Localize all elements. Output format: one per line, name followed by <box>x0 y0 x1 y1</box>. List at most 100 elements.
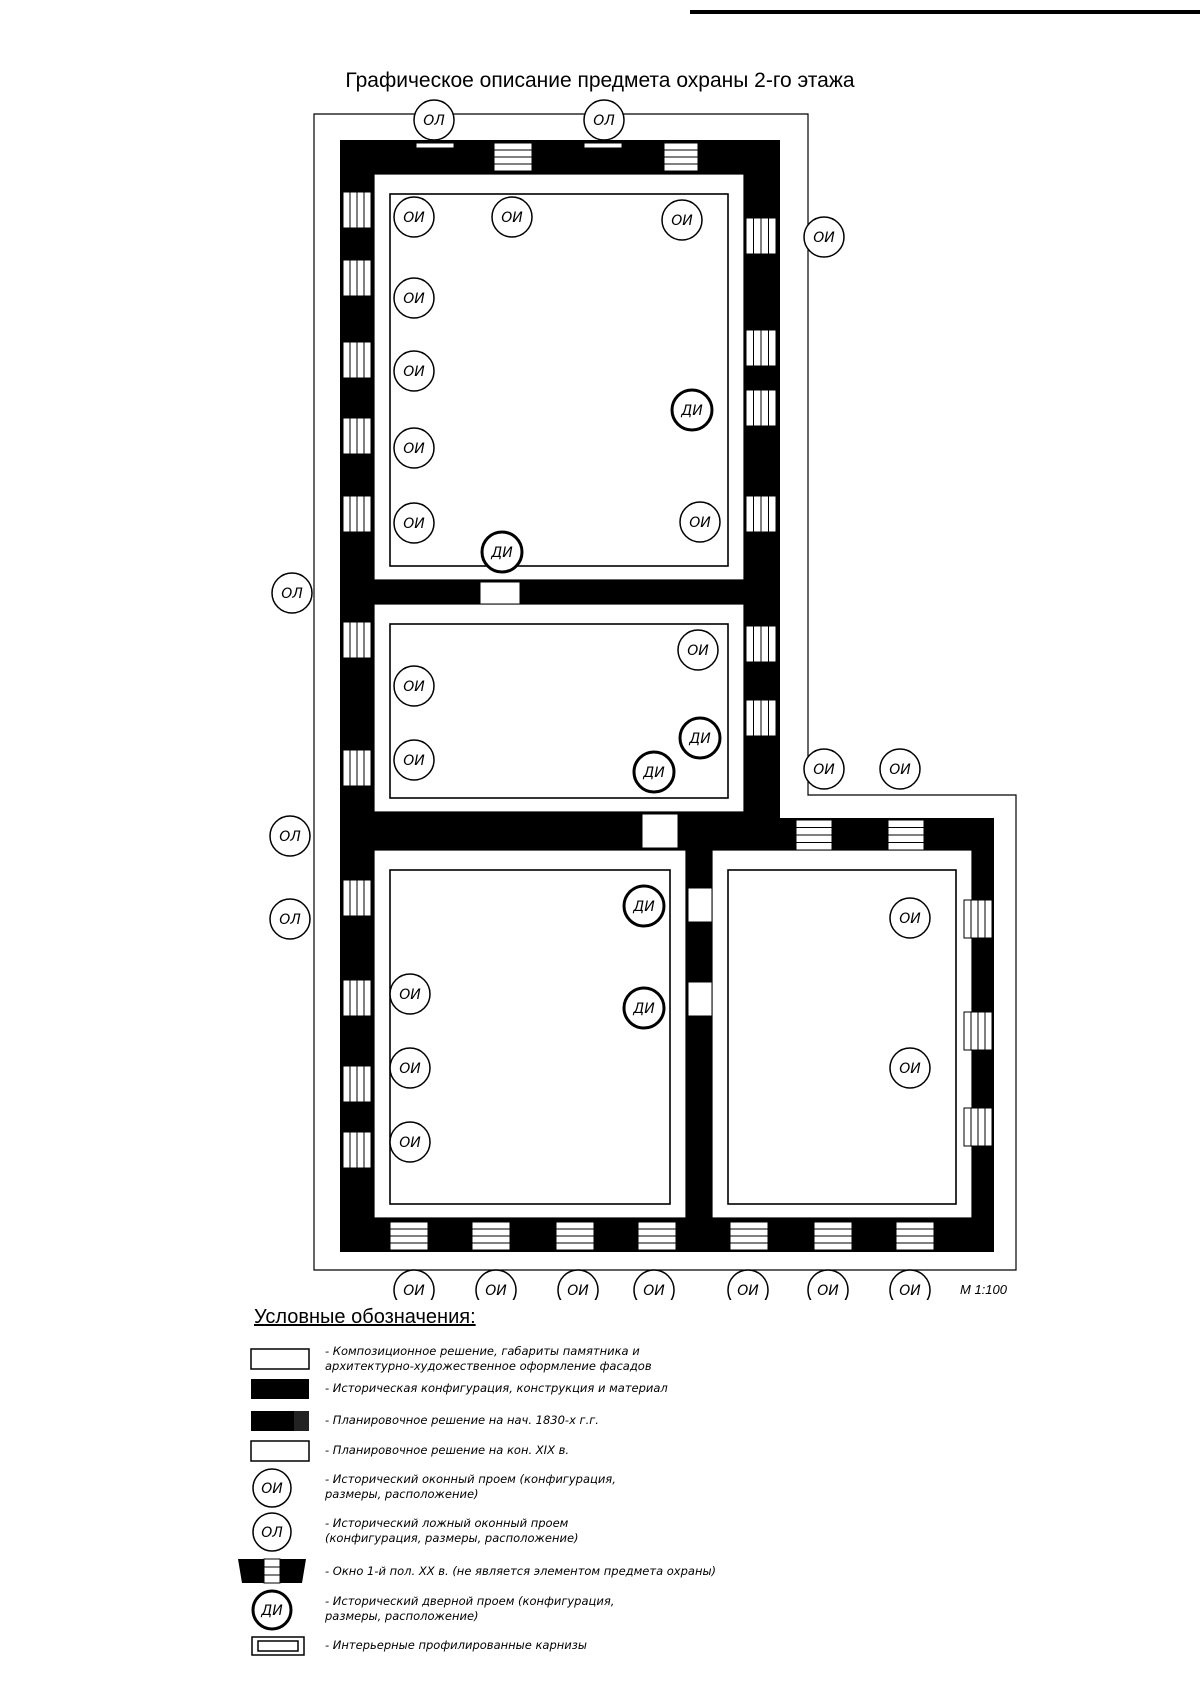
oi-marker-circle <box>557 1269 599 1300</box>
oi-marker: ОИ <box>491 196 533 238</box>
oi-marker-circle <box>393 277 435 319</box>
window-opening <box>342 621 372 659</box>
oi-marker-label: ОИ <box>687 643 709 659</box>
oi-marker: ОИ <box>393 1269 435 1300</box>
legend-text-line: - Окно 1-й пол. XX в. (не является элеме… <box>325 1564 717 1578</box>
window-opening <box>745 495 777 533</box>
oi-marker-label: ОИ <box>889 762 911 778</box>
window-opening <box>342 341 372 379</box>
window-opening <box>555 1221 595 1251</box>
legend-title: Условные обозначения: <box>254 1306 476 1328</box>
di-marker: ДИ <box>670 388 714 432</box>
cornice-mark <box>583 142 623 149</box>
legend-black-rect-symbol <box>251 1379 309 1399</box>
di-marker-label: ДИ <box>632 899 655 915</box>
oi-marker-label: ОИ <box>485 1283 507 1299</box>
legend-item-historic-configuration: - Историческая конфигурация, конструкция… <box>250 1376 810 1402</box>
oi-marker: ОИ <box>879 748 921 790</box>
oi-marker-circle <box>889 1269 931 1300</box>
oi-marker-circle <box>393 1269 435 1300</box>
oi-marker-circle <box>803 748 845 790</box>
di-marker-label: ДИ <box>642 765 665 781</box>
legend-ol-marker-symbol: ОЛ <box>252 1512 292 1552</box>
legend-white-wall-symbol <box>250 1440 310 1462</box>
door-opening <box>479 581 521 605</box>
oi-marker-label: ОИ <box>899 911 921 927</box>
floor-plan: ОЛ ОЛ ОИ ОИ ОИ ОИ ОИ ОИ ОИ ОИ ДИ ОИ ДИ ОЛ ОИ ОИ ДИ ОИ ДИ ОИ… <box>269 99 1017 1300</box>
legend-text-line: - Исторический оконный проем (конфигурац… <box>325 1472 616 1486</box>
oi-marker-label: ОИ <box>403 210 425 226</box>
oi-marker-circle <box>393 427 435 469</box>
legend-item-planning-1830: - Планировочное решение на нач. 1830-х г… <box>250 1404 810 1431</box>
oi-marker: ОИ <box>727 1269 769 1300</box>
window-opening <box>342 259 372 297</box>
room-4 <box>711 849 973 1219</box>
oi-marker-label: ОИ <box>817 1283 839 1299</box>
oi-marker-label: ОИ <box>567 1283 589 1299</box>
legend-item-historic-window: ОИ - Исторический оконный проем (конфигу… <box>250 1466 810 1510</box>
legend-item-composition: - Композиционное решение, габариты памят… <box>250 1344 810 1374</box>
legend-item-planning-xix: - Планировочное решение на кон. XIX в. <box>250 1434 810 1462</box>
window-opening <box>493 142 533 172</box>
legend-black-wall-symbol <box>251 1411 309 1431</box>
window-opening <box>745 699 777 737</box>
ol-marker-circle <box>269 815 311 857</box>
window-opening <box>342 1131 372 1169</box>
window-opening <box>795 819 833 851</box>
oi-marker-circle <box>393 665 435 707</box>
oi-marker: ОИ <box>389 1047 431 1089</box>
oi-marker-label: ОИ <box>899 1283 921 1299</box>
oi-marker: ОИ <box>393 502 435 544</box>
room-2-cornice <box>389 623 729 799</box>
oi-marker: ОИ <box>889 1269 931 1300</box>
oi-marker-circle <box>727 1269 769 1300</box>
oi-marker-label: ОИ <box>813 762 835 778</box>
oi-marker: ОИ <box>475 1269 517 1300</box>
room-3-cornice <box>389 869 671 1205</box>
legend-text-line: - Композиционное решение, габариты памят… <box>325 1344 640 1358</box>
oi-marker-label: ОИ <box>403 1283 425 1299</box>
ol-marker: ОЛ <box>583 99 625 141</box>
oi-marker: ОИ <box>393 665 435 707</box>
window-opening <box>663 142 699 172</box>
oi-marker: ОИ <box>557 1269 599 1300</box>
legend-text-line: архитектурно-художественное оформление ф… <box>325 1359 652 1373</box>
scale-label: М 1:100 <box>960 1282 1007 1297</box>
footprint-outline <box>313 113 1017 1271</box>
window-opening <box>963 899 993 939</box>
oi-marker: ОИ <box>807 1269 849 1300</box>
window-opening <box>729 1221 769 1251</box>
oi-marker-circle <box>679 501 721 543</box>
legend-item-xx-window: - Окно 1-й пол. XX в. (не является элеме… <box>238 1556 810 1586</box>
di-marker-circle <box>678 716 722 760</box>
oi-marker-label: ОИ <box>689 515 711 531</box>
top-border-line <box>690 10 1200 14</box>
window-opening <box>342 879 372 917</box>
oi-marker: ОИ <box>393 196 435 238</box>
legend-text-line: (конфигурация, размеры, расположение) <box>325 1531 579 1545</box>
window-opening <box>813 1221 853 1251</box>
window-opening <box>342 495 372 533</box>
oi-marker-circle <box>389 1121 431 1163</box>
ol-marker-circle <box>269 898 311 940</box>
oi-marker-label: ОИ <box>403 291 425 307</box>
oi-marker-circle <box>879 748 921 790</box>
ol-marker: ОЛ <box>271 572 313 614</box>
ol-marker-label: ОЛ <box>281 586 303 602</box>
window-opening <box>963 1107 993 1147</box>
oi-marker: ОИ <box>803 748 845 790</box>
oi-marker-circle <box>491 196 533 238</box>
drawing-title: Графическое описание предмета охраны 2-г… <box>345 69 855 92</box>
door-opening <box>641 813 679 849</box>
oi-marker-label: ОИ <box>403 679 425 695</box>
legend-text-line: размеры, расположение) <box>325 1609 479 1623</box>
di-marker: ДИ <box>622 986 666 1030</box>
legend-modern-window-symbol <box>238 1558 306 1584</box>
ol-marker-label: ОЛ <box>279 829 301 845</box>
window-opening <box>745 329 777 367</box>
window-opening <box>637 1221 677 1251</box>
oi-marker-label: ОИ <box>643 1283 665 1299</box>
di-marker-label: ДИ <box>632 1001 655 1017</box>
legend-di-marker-label: ДИ <box>260 1603 283 1619</box>
di-marker: ДИ <box>622 884 666 928</box>
